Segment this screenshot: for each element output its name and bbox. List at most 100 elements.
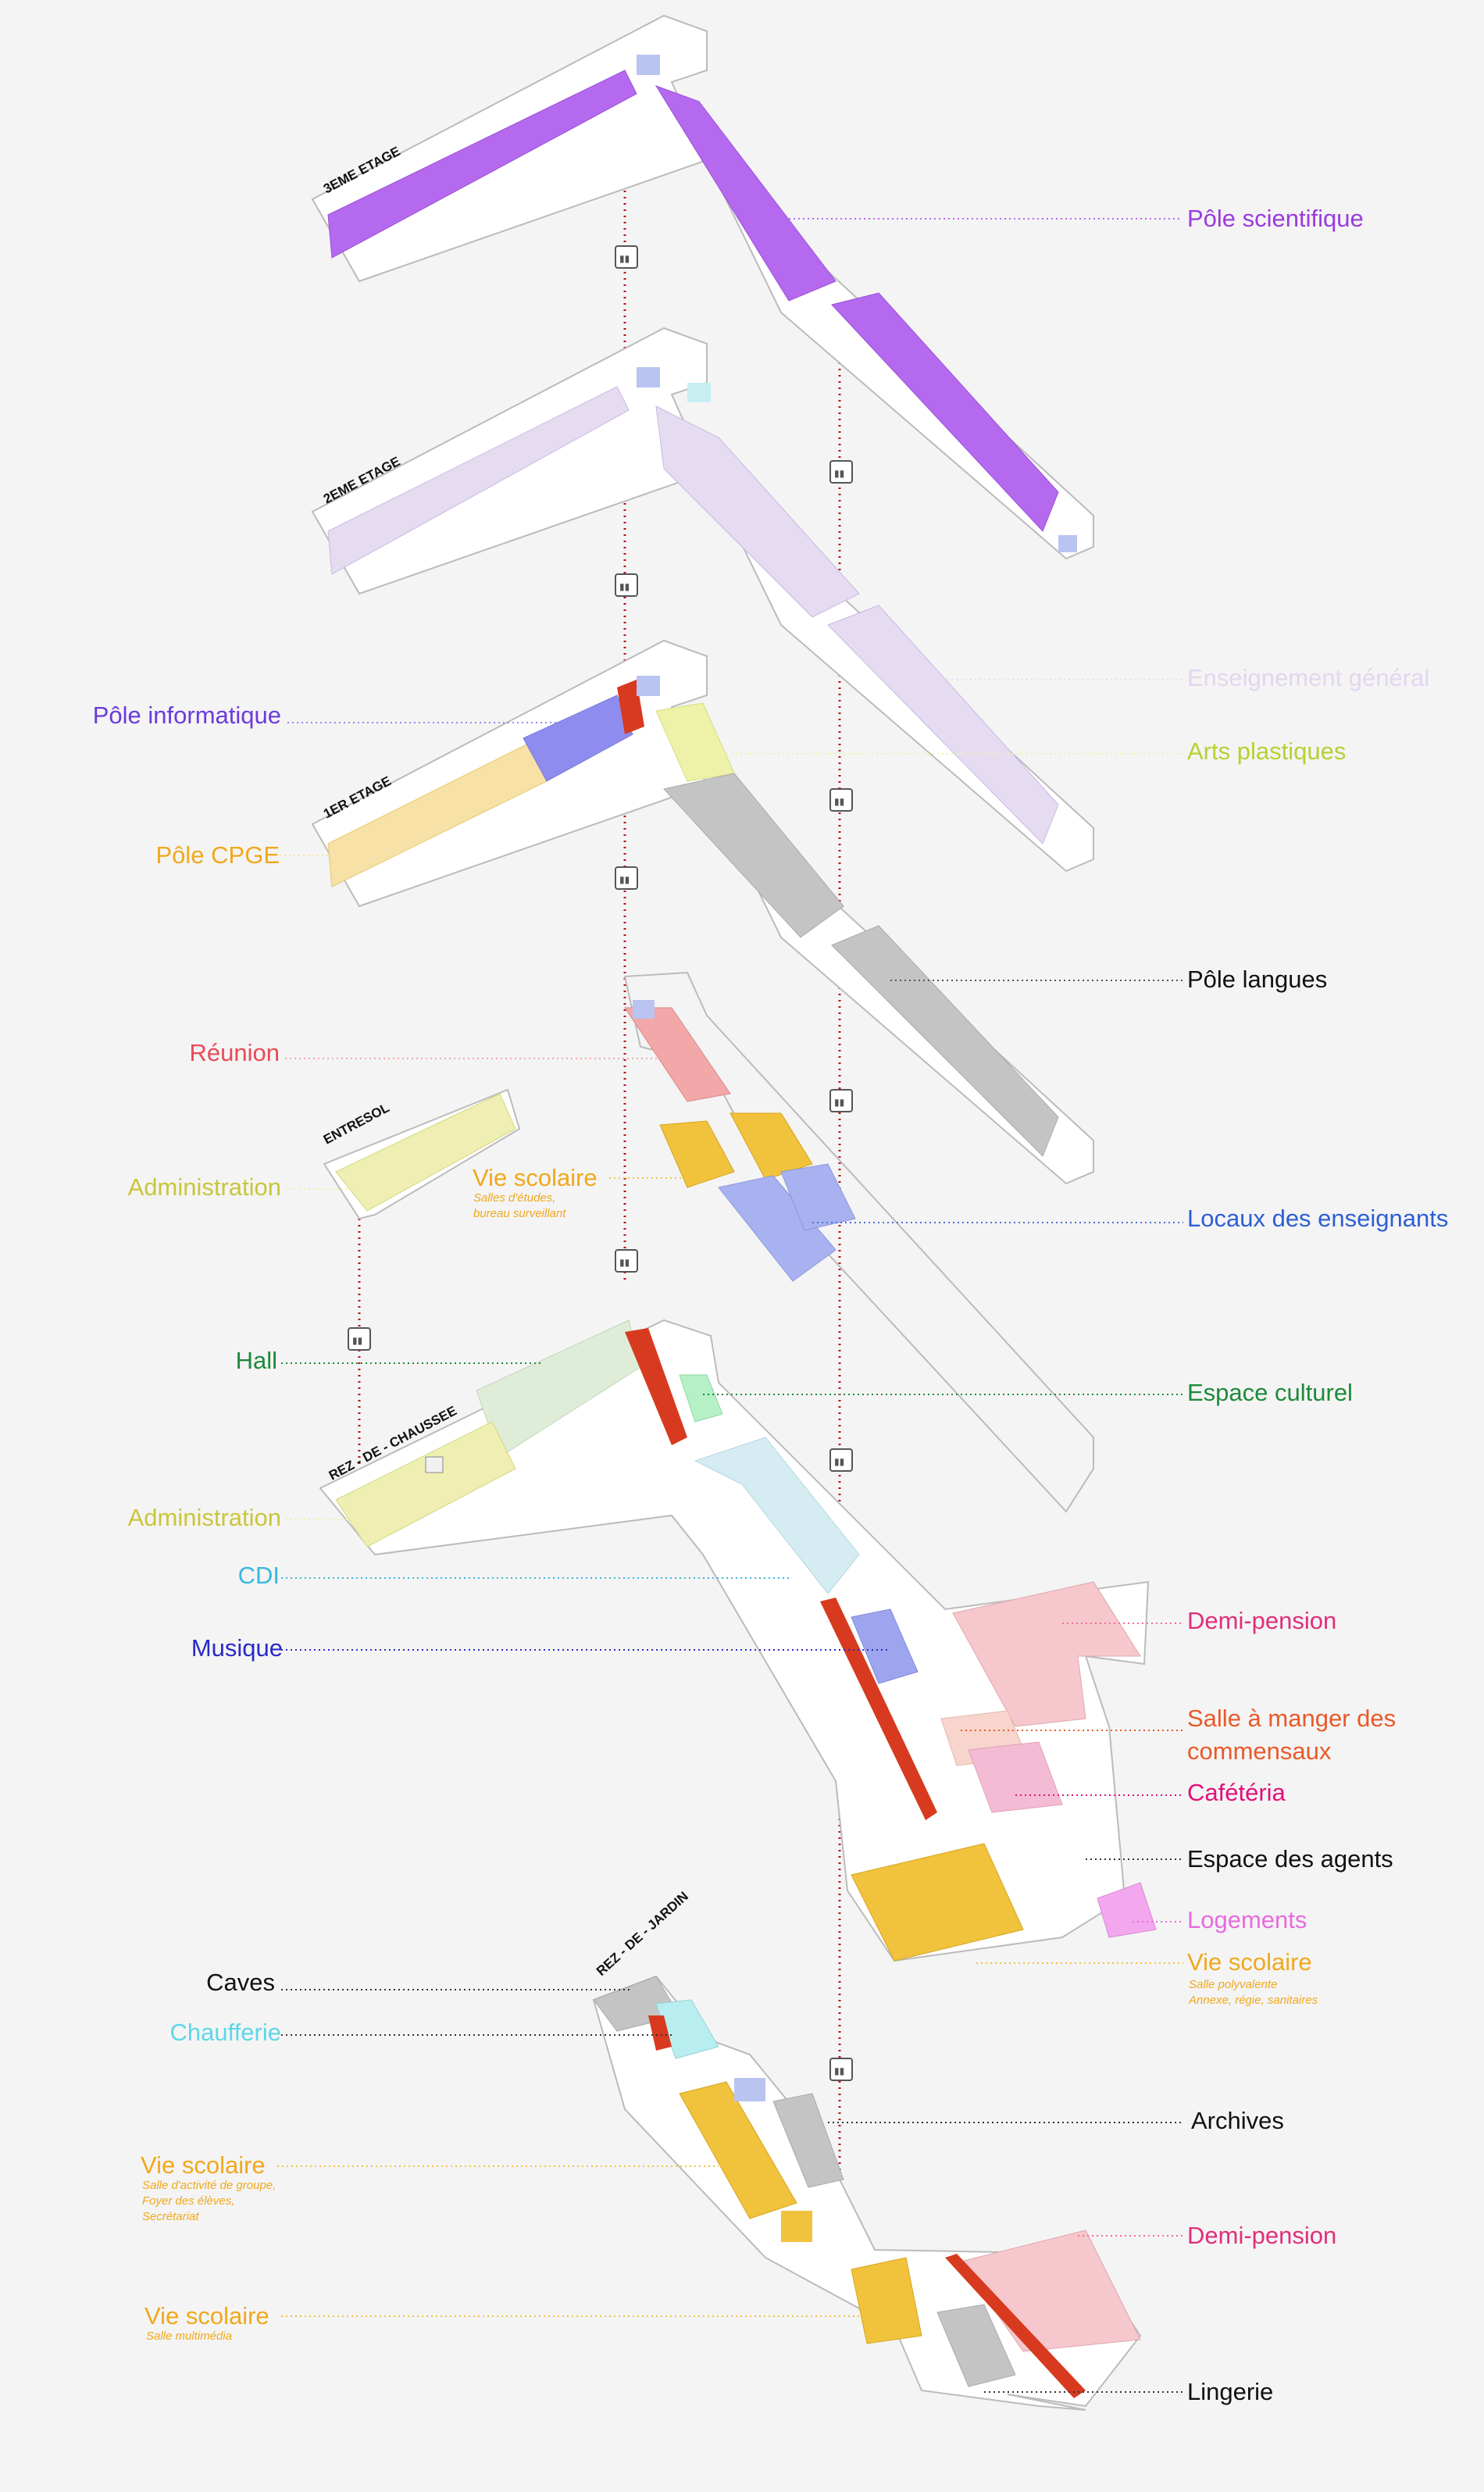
zone-vie-scolaire-rdj-2 — [851, 2257, 922, 2344]
elevator-icon: ▮▮ — [615, 245, 638, 269]
elevator-icon: ▮▮ — [615, 573, 638, 597]
wc-block-3 — [637, 55, 660, 75]
zone-cdi — [694, 1437, 860, 1594]
zone-pole-scientifique-north — [655, 85, 837, 302]
elevator-icon: ▮▮ — [829, 460, 853, 484]
svg-text:▮▮: ▮▮ — [834, 468, 844, 479]
svg-text:▮▮: ▮▮ — [619, 874, 630, 885]
label-vie-scolaire-rdj2: Vie scolaire — [144, 2302, 269, 2330]
svg-text:▮▮: ▮▮ — [619, 253, 630, 264]
label-vie-scolaire-rdj1: Vie scolaire — [141, 2151, 266, 2179]
labels-right: Pôle scientifique Enseignement général A… — [1187, 205, 1448, 2405]
svg-text:▮▮: ▮▮ — [834, 796, 844, 807]
sublabel-vie-scolaire-entresol-1: Salles d'études, — [473, 1191, 555, 1205]
zone-archives — [772, 2093, 844, 2188]
elevator-icon: ▮▮ — [348, 1327, 371, 1351]
elevator-icon: ▮▮ — [615, 866, 638, 890]
svg-text:▮▮: ▮▮ — [619, 581, 630, 592]
zone-administration-rdc — [335, 1421, 516, 1548]
zone-enseignement-west — [327, 386, 630, 575]
wc-block-2 — [637, 367, 660, 387]
label-espace-culturel: Espace culturel — [1187, 1379, 1353, 1406]
label-chaufferie: Chaufferie — [170, 2019, 281, 2046]
label-administration-rdc: Administration — [128, 1504, 281, 1531]
elevator-icons: ▮▮ ▮▮ ▮▮ ▮▮ ▮▮ ▮▮ ▮▮ ▮▮ ▮▮ ▮▮ — [348, 245, 853, 2081]
wc-block-1 — [637, 676, 660, 696]
stair-rdc-2 — [820, 1598, 937, 1820]
zone-enseignement-south — [827, 605, 1059, 844]
label-administration-entresol: Administration — [128, 1173, 281, 1201]
sublabel-vie-scolaire-rdc-2: Annexe, régie, sanitaires — [1188, 1994, 1318, 2007]
label-demi-pension-rdj: Demi-pension — [1187, 2222, 1336, 2249]
label-cafeteria: Cafétéria — [1187, 1779, 1286, 1806]
label-pole-scientifique: Pôle scientifique — [1187, 205, 1364, 232]
sublabel-vie-scolaire-rdj1-2: Foyer des élèves, — [142, 2194, 234, 2208]
floor-rez-de-chaussee: REZ - DE - CHAUSSEE — [319, 1319, 1157, 1962]
label-enseignement-general: Enseignement général — [1187, 664, 1429, 691]
wc-block-rdc — [425, 1456, 444, 1473]
zone-lingerie — [936, 2304, 1016, 2387]
zone-administration-entresol — [335, 1093, 516, 1212]
label-pole-informatique: Pôle informatique — [93, 702, 281, 729]
label-vie-scolaire-rdc: Vie scolaire — [1187, 1948, 1312, 1976]
zone-vie-scolaire-entresol — [659, 1120, 735, 1188]
svg-text:▮▮: ▮▮ — [619, 1257, 630, 1268]
zone-vie-scolaire-rdj-ws — [781, 2211, 812, 2242]
zone-vie-scolaire-rdc — [851, 1843, 1024, 1962]
label-pole-langues: Pôle langues — [1187, 966, 1327, 993]
floor-1er-etage: 1ER ETAGE — [311, 639, 1094, 1185]
label-cdi: CDI — [238, 1562, 280, 1589]
zone-musique — [851, 1608, 919, 1684]
leader-lines — [277, 218, 1183, 2393]
elevator-icon: ▮▮ — [829, 1448, 853, 1472]
wc-block-3b — [1058, 535, 1077, 552]
elevator-icon: ▮▮ — [829, 788, 853, 812]
zone-pole-scientifique-west — [327, 70, 637, 259]
labels-left: Pôle informatique Pôle CPGE Réunion Admi… — [93, 702, 598, 2343]
label-arts-plastiques: Arts plastiques — [1187, 737, 1346, 765]
sublabel-vie-scolaire-rdj1-1: Salle d'activité de groupe, — [142, 2179, 276, 2192]
stair-rdj-1 — [648, 2015, 672, 2051]
elevator-icon: ▮▮ — [829, 2058, 853, 2081]
label-demi-pension-rdc: Demi-pension — [1187, 1607, 1336, 1634]
label-espace-agents: Espace des agents — [1187, 1845, 1393, 1873]
stair-rdc-1 — [625, 1328, 687, 1445]
label-salle-manger-1: Salle à manger des — [1187, 1705, 1396, 1732]
label-reunion: Réunion — [190, 1039, 280, 1066]
label-locaux-enseignants: Locaux des enseignants — [1187, 1205, 1448, 1232]
floor-rdc-outline — [319, 1319, 1150, 1962]
zone-reunion — [624, 1007, 731, 1102]
label-pole-cpge: Pôle CPGE — [155, 841, 280, 869]
wc-block-entresol — [633, 1000, 655, 1019]
zone-pole-scientifique-south — [831, 292, 1059, 532]
label-hall: Hall — [236, 1347, 277, 1374]
sublabel-vie-scolaire-rdc-1: Salle polyvalente — [1189, 1978, 1277, 1991]
level-label-rdj: REZ - DE - JARDIN — [594, 1889, 691, 1979]
zone-espace-culturel — [679, 1374, 723, 1423]
zone-enseignement-north — [655, 405, 860, 618]
zone-pole-informatique — [523, 694, 633, 782]
label-archives: Archives — [1191, 2107, 1284, 2134]
stair-rdj-2 — [945, 2254, 1086, 2398]
wc-block-rdj — [734, 2078, 765, 2101]
sublabel-vie-scolaire-rdj2-1: Salle multimédia — [146, 2330, 232, 2343]
svg-text:▮▮: ▮▮ — [834, 1097, 844, 1108]
zone-logements — [1097, 1882, 1157, 1938]
svg-text:▮▮: ▮▮ — [352, 1335, 362, 1346]
elevator-icon: ▮▮ — [829, 1089, 853, 1112]
elevator-icon: ▮▮ — [615, 1249, 638, 1273]
zone-vie-scolaire-rdj-1 — [679, 2081, 797, 2219]
label-musique: Musique — [191, 1634, 283, 1662]
label-caves: Caves — [206, 1969, 275, 1996]
label-logements: Logements — [1187, 1906, 1307, 1933]
zone-demi-pension-rdc — [952, 1581, 1141, 1727]
label-lingerie: Lingerie — [1187, 2378, 1273, 2405]
zone-pole-langues — [663, 773, 844, 938]
sublabel-vie-scolaire-rdj1-3: Secrétariat — [142, 2210, 199, 2223]
zone-pole-langues-south — [831, 925, 1059, 1157]
label-salle-manger-2: commensaux — [1187, 1737, 1332, 1765]
svg-text:▮▮: ▮▮ — [834, 2065, 844, 2076]
floor-rez-de-jardin: REZ - DE - JARDIN — [592, 1889, 1142, 2411]
svg-text:▮▮: ▮▮ — [834, 1456, 844, 1467]
sublabel-vie-scolaire-entresol-2: bureau surveillant — [473, 1207, 566, 1220]
